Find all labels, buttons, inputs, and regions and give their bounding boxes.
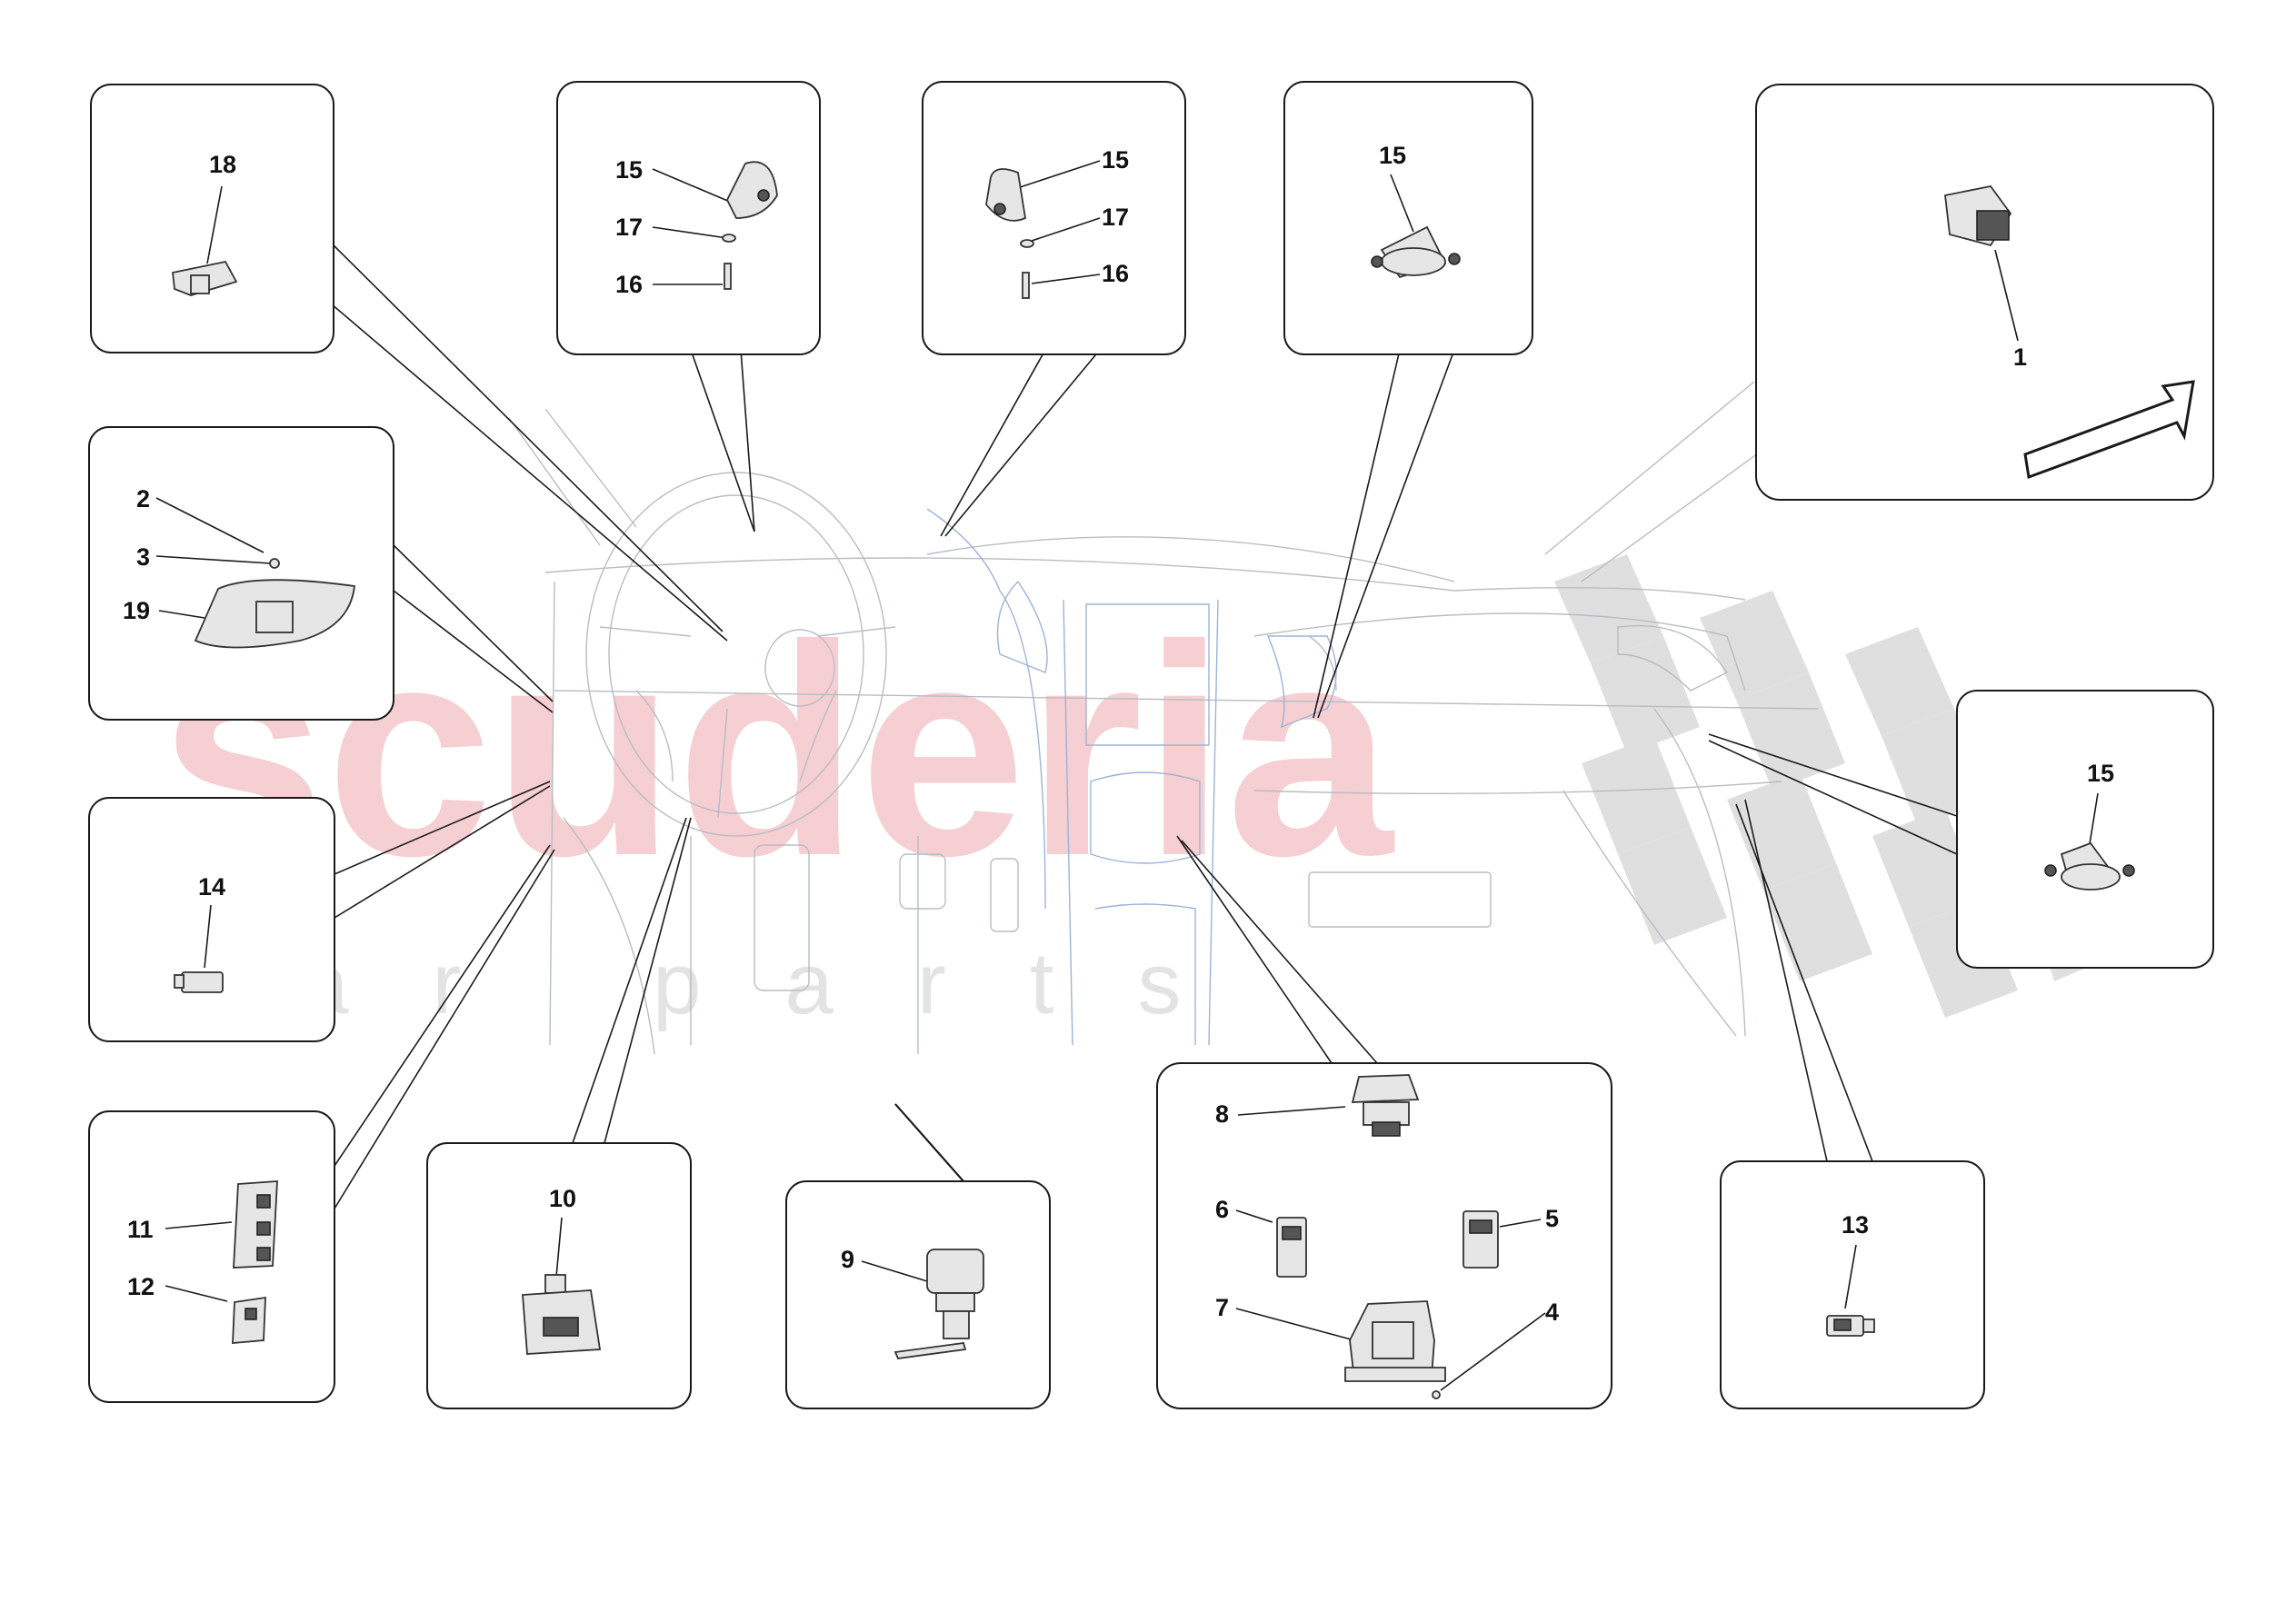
part-14-sensor xyxy=(174,971,224,993)
callout-15: 15 xyxy=(2087,760,2114,787)
panel-part-15-top: 15 xyxy=(1283,81,1533,355)
watermark-sub: car parts xyxy=(173,935,1264,1032)
panel-parts-2-3-19: 2 3 19 xyxy=(88,426,394,721)
callout-10: 10 xyxy=(549,1185,576,1212)
callout-16: 16 xyxy=(615,271,643,298)
callout-17: 17 xyxy=(1102,204,1129,231)
callout-5: 5 xyxy=(1545,1205,1559,1232)
panel-part-18: 18 xyxy=(90,84,334,353)
callout-13: 13 xyxy=(1842,1211,1869,1239)
part-12-switch xyxy=(232,1296,266,1344)
callout-15: 15 xyxy=(1379,142,1406,169)
callout-15: 15 xyxy=(1102,146,1129,174)
callout-17: 17 xyxy=(615,214,643,241)
panel-parts-15-16-17-b: 15 17 16 xyxy=(922,81,1186,355)
part-15-bracket xyxy=(2044,841,2135,891)
part-15-bracket xyxy=(985,168,1026,222)
panel-part-1: 1 xyxy=(1755,84,2214,501)
panel-part-14: 14 xyxy=(88,797,335,1042)
callout-11: 11 xyxy=(127,1216,154,1243)
direction-arrow-icon xyxy=(2023,380,2195,480)
panel-part-13: 13 xyxy=(1720,1160,1985,1409)
part-11-switch-block xyxy=(233,1180,278,1269)
callout-16: 16 xyxy=(1102,260,1129,287)
callout-9: 9 xyxy=(841,1246,854,1273)
panel-part-10: 10 xyxy=(426,1142,692,1409)
part-13-sensor xyxy=(1826,1315,1875,1337)
part-15-bracket xyxy=(1371,225,1461,279)
panel-parts-4-5-6-7-8: 8 6 7 5 4 xyxy=(1156,1062,1612,1409)
callout-8: 8 xyxy=(1215,1100,1229,1128)
part-1-switch xyxy=(1944,185,2012,247)
part-5-switch xyxy=(1462,1210,1499,1269)
part-15-bracket xyxy=(725,161,778,219)
callout-1: 1 xyxy=(2013,343,2027,371)
callout-4: 4 xyxy=(1545,1299,1559,1326)
callout-19: 19 xyxy=(123,597,150,624)
callout-7: 7 xyxy=(1215,1294,1229,1321)
callout-18: 18 xyxy=(209,151,236,178)
part-19-cover xyxy=(194,579,355,649)
callout-15: 15 xyxy=(615,156,643,184)
part-10-switch xyxy=(522,1274,602,1355)
part-9-sensor xyxy=(893,1249,984,1359)
part-18-sensor xyxy=(172,260,238,296)
callout-3: 3 xyxy=(136,543,150,571)
panel-parts-15-16-17-a: 15 17 16 xyxy=(556,81,821,355)
car-interior-drawing xyxy=(508,381,1819,1055)
pointer-lines xyxy=(331,243,1958,1209)
callout-12: 12 xyxy=(127,1273,155,1300)
part-7-bracket xyxy=(1344,1300,1446,1382)
panel-part-15-right: 15 xyxy=(1956,690,2214,969)
part-6-switch xyxy=(1276,1217,1307,1278)
callout-6: 6 xyxy=(1215,1196,1229,1223)
callout-14: 14 xyxy=(198,873,225,901)
panel-parts-11-12: 11 12 xyxy=(88,1110,335,1403)
part-8-switch xyxy=(1351,1074,1420,1137)
callout-2: 2 xyxy=(136,485,150,512)
panel-part-9: 9 xyxy=(785,1180,1051,1409)
